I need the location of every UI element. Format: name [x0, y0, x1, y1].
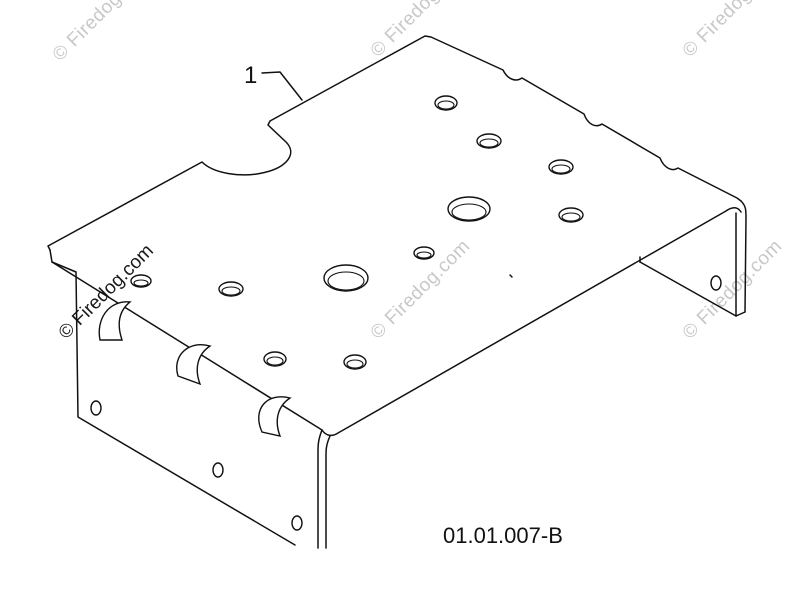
mounting-hole-inner: [561, 212, 581, 222]
front-notch: [258, 396, 292, 437]
watermark: © Firedog.com: [367, 0, 475, 62]
mounting-hole-inner: [416, 251, 432, 259]
mounting-hole: [218, 281, 244, 297]
large-hole-inner: [451, 203, 487, 221]
mounting-hole: [434, 95, 458, 111]
mounting-hole-inner: [551, 164, 571, 174]
watermark: © Firedog.com: [679, 236, 787, 344]
flange-hole: [710, 275, 722, 291]
callout: 1: [244, 62, 303, 101]
mounting-hole-inner: [437, 100, 455, 110]
leader-line: [261, 71, 303, 101]
flange-hole: [291, 515, 303, 531]
large-hole: [323, 264, 369, 292]
top-plate-front-edge: [49, 207, 742, 437]
front-flange-bend-inner: [325, 435, 331, 549]
mounting-hole-inner: [221, 286, 241, 296]
mounting-hole-inner: [346, 359, 364, 369]
top-plate-outline: [47, 35, 742, 251]
right-flange-bottom: [639, 261, 746, 317]
mounting-hole: [413, 246, 435, 260]
callout-number: 1: [244, 62, 257, 89]
bracket-part: [47, 35, 747, 549]
mounting-hole-inner: [479, 138, 499, 148]
mounting-hole: [263, 351, 287, 367]
mounting-hole: [343, 354, 367, 370]
large-hole: [447, 196, 491, 222]
center-mark: [509, 274, 513, 278]
right-flange: [740, 200, 747, 313]
mounting-hole: [548, 159, 574, 175]
flange-hole: [212, 462, 224, 478]
front-flange-bend: [317, 429, 323, 549]
mounting-hole: [476, 133, 502, 149]
flange-hole: [90, 400, 102, 416]
mounting-hole-inner: [133, 279, 149, 287]
mounting-hole: [130, 274, 152, 288]
mounting-hole: [558, 207, 584, 223]
watermarks: © Firedog.com © Firedog.com © Firedog.co…: [49, 0, 787, 344]
watermark: © Firedog.com: [49, 0, 157, 66]
part-code: 01.01.007-B: [443, 523, 563, 548]
front-flange: [51, 261, 296, 546]
mounting-hole-inner: [266, 356, 284, 366]
front-notch: [176, 344, 212, 386]
large-hole-inner: [327, 271, 365, 291]
watermark: © Firedog.com: [679, 0, 787, 62]
front-notch: [98, 301, 132, 341]
